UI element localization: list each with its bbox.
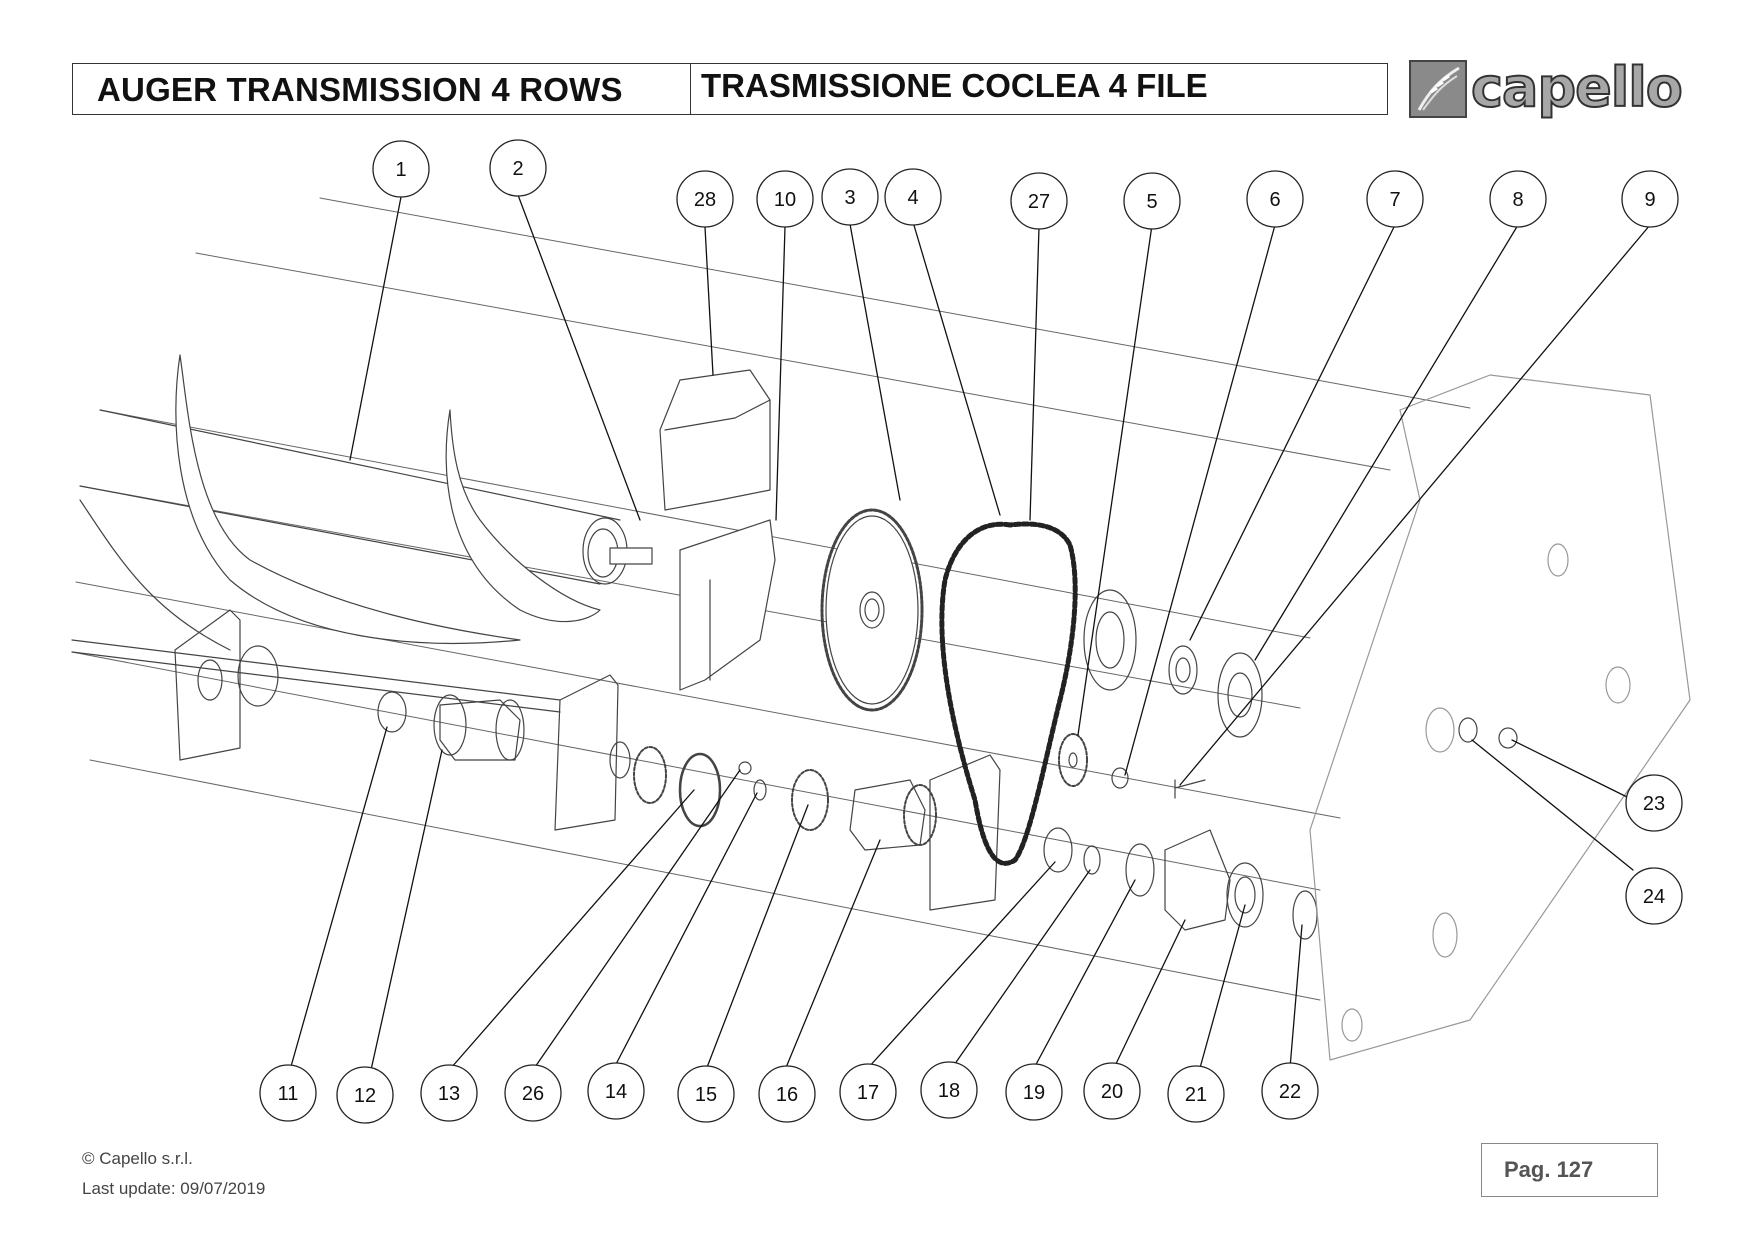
callout-22: 22	[1261, 1062, 1319, 1120]
callout-6: 6	[1246, 170, 1304, 228]
callout-number: 28	[694, 189, 716, 211]
callout-19: 19	[1005, 1063, 1063, 1121]
callout-12: 12	[336, 1066, 394, 1124]
brand-wordmark: capello	[1470, 55, 1684, 120]
callout-number: 14	[605, 1081, 627, 1103]
page-number: Pag. 127	[1504, 1157, 1594, 1182]
callout-number: 1	[395, 159, 406, 181]
leader-lines	[289, 194, 1651, 1071]
callout-number: 20	[1101, 1081, 1123, 1103]
callout-number: 12	[354, 1085, 376, 1107]
callout-number: 22	[1279, 1081, 1301, 1103]
callout-4: 4	[884, 168, 942, 226]
mid-components-drawing	[633, 746, 937, 851]
callout-number: 9	[1644, 189, 1655, 211]
large-sprocket-drawing	[820, 508, 924, 712]
callout-number: 16	[776, 1084, 798, 1106]
callout-number: 11	[278, 1083, 299, 1105]
right-components-drawing	[1043, 589, 1318, 940]
callout-number: 17	[857, 1082, 879, 1104]
callout-1: 1	[372, 140, 430, 198]
auger-shaft-drawing	[79, 354, 653, 651]
callout-14: 14	[587, 1062, 645, 1120]
callout-number: 24	[1643, 886, 1665, 908]
callout-9: 9	[1621, 170, 1679, 228]
callout-8: 8	[1489, 170, 1547, 228]
callout-number: 15	[695, 1084, 717, 1106]
callout-number: 13	[438, 1083, 460, 1105]
last-update-text: Last update: 09/07/2019	[82, 1179, 266, 1198]
callout-21: 21	[1167, 1065, 1225, 1123]
callout-number: 2	[512, 158, 523, 180]
callout-number: 27	[1028, 191, 1050, 213]
callout-5: 5	[1123, 172, 1181, 230]
callout-number: 10	[774, 189, 796, 211]
guide-lines	[71, 197, 1471, 1001]
callout-27: 27	[1010, 172, 1068, 230]
callout-20: 20	[1083, 1062, 1141, 1120]
callout-17: 17	[839, 1063, 897, 1121]
callout-24: 24	[1625, 867, 1683, 925]
callout-number: 21	[1185, 1084, 1207, 1106]
callout-11: 11	[259, 1064, 317, 1122]
callout-number: 3	[844, 187, 855, 209]
callout-number: 4	[907, 187, 918, 209]
callout-10: 10	[756, 170, 814, 228]
callout-number: 19	[1023, 1082, 1045, 1104]
callout-15: 15	[677, 1065, 735, 1123]
copyright-text: © Capello s.r.l.	[82, 1149, 193, 1168]
callout-number: 8	[1512, 189, 1523, 211]
drive-chain-drawing	[939, 521, 1078, 866]
callout-2: 2	[489, 139, 547, 197]
callout-number: 23	[1643, 793, 1665, 815]
callout-number: 5	[1146, 191, 1157, 213]
side-panel-drawing	[1309, 374, 1691, 1061]
title-box: AUGER TRANSMISSION 4 ROWS TRASMISSIONE C…	[72, 63, 1388, 115]
brand-logo: capello	[1409, 55, 1684, 120]
title-divider	[690, 64, 691, 114]
callout-number: 7	[1389, 189, 1400, 211]
callout-number: 6	[1269, 189, 1280, 211]
wheat-logo-icon	[1409, 60, 1467, 118]
callout-13: 13	[420, 1064, 478, 1122]
frame-plates	[174, 609, 1001, 911]
callout-16: 16	[758, 1065, 816, 1123]
callout-number: 26	[522, 1083, 544, 1105]
title-english: AUGER TRANSMISSION 4 ROWS	[97, 71, 623, 108]
callouts: 1 2 28 10 3 4 27 5 6 7 8 9 23 24 11 12 1…	[259, 139, 1683, 1124]
callout-7: 7	[1366, 170, 1424, 228]
page-number-box: Pag. 127	[1481, 1143, 1658, 1197]
chain-guard-drawing	[659, 369, 776, 691]
title-italian: TRASMISSIONE COCLEA 4 FILE	[701, 67, 1208, 104]
small-sprocket-drawing	[1058, 733, 1088, 787]
callout-18: 18	[920, 1061, 978, 1119]
callout-23: 23	[1625, 774, 1683, 832]
callout-number: 18	[938, 1080, 960, 1102]
coupling-drawing	[71, 639, 561, 761]
callout-28: 28	[676, 170, 734, 228]
callout-3: 3	[821, 168, 879, 226]
callout-26: 26	[504, 1064, 562, 1122]
panel-washer-drawing	[1458, 717, 1518, 749]
